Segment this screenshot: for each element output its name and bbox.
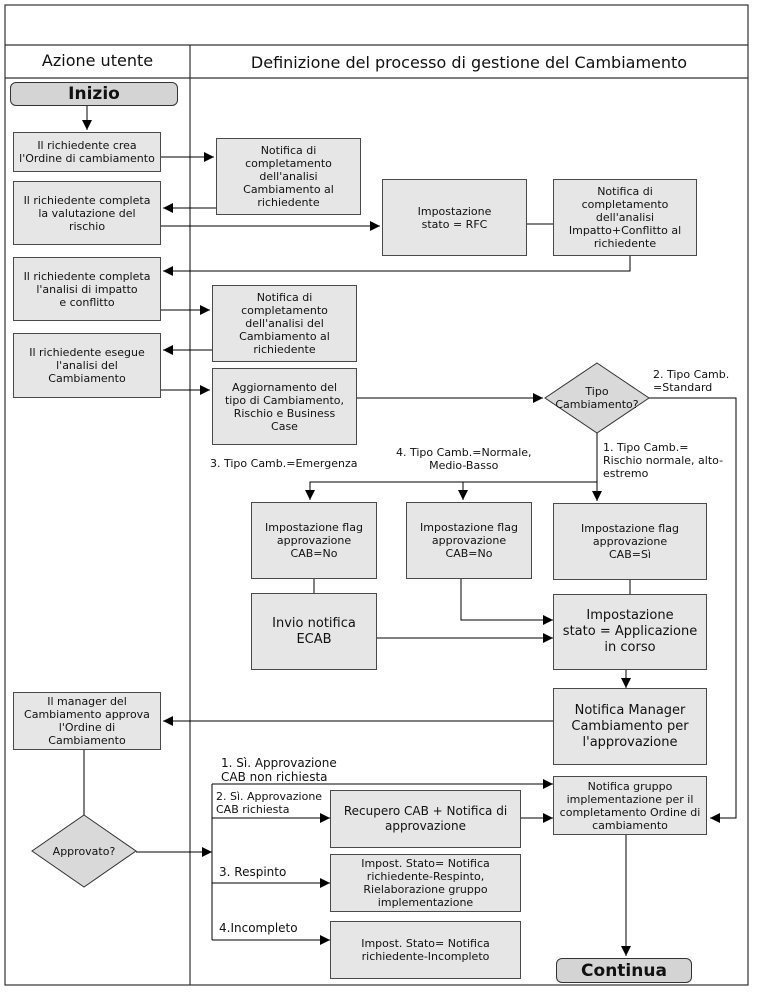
- box-notify-change-analysis: Notifica di completamento dell'analisi C…: [216, 138, 361, 215]
- connectors: [82, 106, 737, 956]
- start-terminal: Inizio: [10, 82, 178, 106]
- label-si-non-richiesta: 1. Sì. Approvazione CAB non richiesta: [221, 756, 337, 784]
- box-update-change-type: Aggiornamento del tipo di Cambiamento, R…: [212, 368, 357, 445]
- label-respinto: 3. Respinto: [219, 865, 287, 879]
- box-notify-manager: Notifica Manager Cambiamento per l'appro…: [553, 688, 707, 765]
- decision-tipo-label: Tipo Cambiamento?: [555, 385, 639, 411]
- box-notify-impl-group: Notifica gruppo implementazione per il c…: [553, 776, 707, 835]
- box-status-rejected: Impost. Stato= Notifica richiedente-Resp…: [330, 854, 521, 912]
- label-incompleto: 4.Incompleto: [219, 921, 298, 935]
- box-ecab-notify: Invio notifica ECAB: [251, 593, 377, 670]
- box-status-incomplete: Impost. Stato= Notifica richiedente-Inco…: [330, 921, 521, 979]
- label-normale-medio: 4. Tipo Camb.=Normale, Medio-Basso: [396, 446, 532, 472]
- box-notify-impact: Notifica di completamento dell'analisi I…: [553, 179, 697, 256]
- box-impact-analysis: Il richiedente completa l'analisi di imp…: [13, 257, 161, 321]
- box-change-analysis: Il richiedente esegue l'analisi del Camb…: [13, 333, 161, 398]
- box-cab-recovery: Recupero CAB + Notifica di approvazione: [330, 790, 521, 848]
- label-si-richiesta: 2. Sì. Approvazione CAB richiesta: [216, 790, 323, 816]
- label-normale-alto: 1. Tipo Camb.= Rischio normale, alto- es…: [603, 441, 724, 480]
- box-status-applicazione: Impostazione stato = Applicazione in cor…: [553, 594, 707, 670]
- lane-header-user: Azione utente: [41, 51, 154, 70]
- label-emergenza: 3. Tipo Camb.=Emergenza: [210, 457, 358, 470]
- decision-approvato-label: Approvato?: [52, 844, 116, 858]
- box-notify-change-analysis-2: Notifica di completamento dell'analisi d…: [212, 285, 357, 362]
- decision-approvato-shape: [31, 814, 137, 888]
- end-terminal: Continua: [556, 958, 692, 983]
- box-manager-approval: Il manager del Cambiamento approva l'Ord…: [13, 692, 161, 750]
- box-flag-cab-no-2: Impostazione flag approvazione CAB=No: [406, 502, 532, 579]
- box-flag-cab-no-1: Impostazione flag approvazione CAB=No: [251, 502, 377, 579]
- box-flag-cab-yes: Impostazione flag approvazione CAB=Sì: [553, 503, 707, 580]
- box-status-rfc: Impostazione stato = RFC: [382, 179, 527, 256]
- box-create-order: Il richiedente crea l'Ordine di cambiame…: [13, 132, 161, 172]
- label-standard: 2. Tipo Camb. =Standard: [653, 368, 730, 394]
- lane-header-process: Definizione del processo di gestione del…: [250, 53, 688, 72]
- swimlane-frame: [4, 4, 749, 986]
- box-risk-evaluation: Il richiedente completa la valutazione d…: [13, 181, 161, 245]
